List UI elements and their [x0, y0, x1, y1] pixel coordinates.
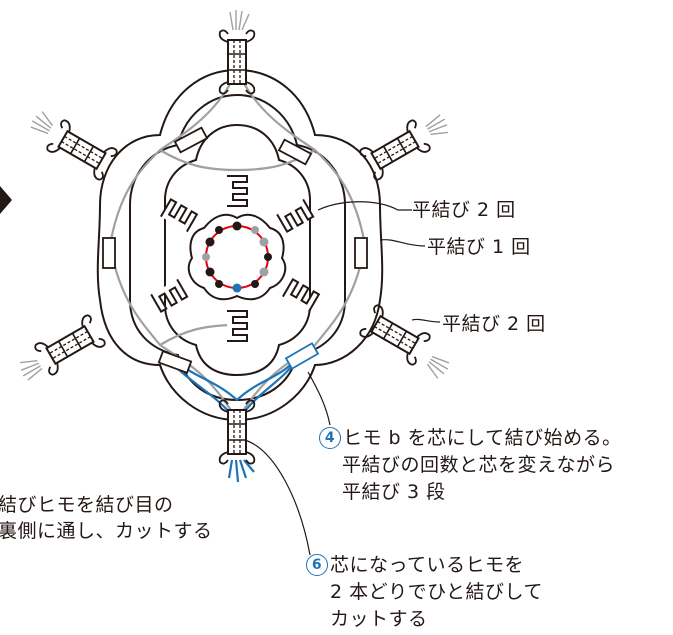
step6-line1: 芯になっているヒモを [330, 554, 525, 576]
step6-number: 6 [306, 554, 328, 576]
label-hira2-top: 平結び 2 回 [412, 199, 516, 221]
step5-line1: 結びヒモを結び目の [0, 494, 174, 516]
arrow-icon [0, 186, 12, 214]
label-hira2-bottom: 平結び 2 回 [442, 313, 546, 335]
step5-line2: 裏側に通し、カットする [0, 520, 213, 542]
clasp-knots [15, 9, 453, 465]
gray-cords [108, 69, 367, 421]
label-hira1: 平結び 1 回 [427, 236, 531, 258]
step4-line2: 平結びの回数と芯を変えながら [342, 454, 616, 476]
flat-knots [102, 126, 368, 374]
outer-loops [96, 68, 384, 422]
step4-line3: 平結び 3 段 [342, 481, 446, 503]
step6-line2: 2 本どりでひと結びして [330, 581, 543, 603]
step4-line1: ヒモ b を芯にして結び始める。 [343, 427, 622, 449]
spoke-knots [150, 175, 320, 342]
step4-number: 4 [319, 427, 341, 449]
step6-line3: カットする [330, 608, 428, 630]
leader-lines [244, 201, 441, 556]
center-ring [187, 213, 287, 301]
